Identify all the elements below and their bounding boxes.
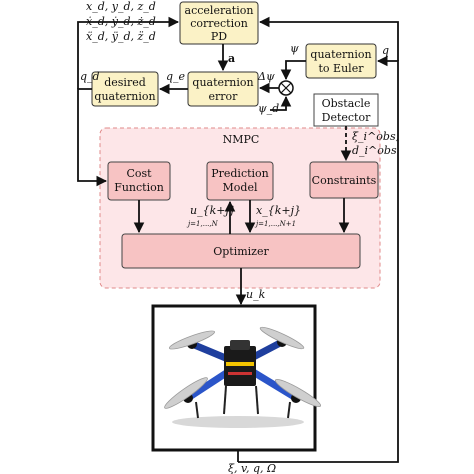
acceleration-pd-label-2: correction — [190, 17, 248, 30]
prediction-model-label-2: Model — [223, 181, 258, 194]
nmpc-title: NMPC — [223, 133, 260, 146]
delta-psi-label: Δψ — [257, 70, 275, 83]
u-range-label: j=1,...,N — [186, 220, 219, 228]
u-k-label: u_k — [246, 288, 266, 301]
feedback-state-label: ξ, v, q, Ω — [228, 462, 276, 474]
q-e-label: q_e — [166, 70, 186, 83]
u-kj-label: u_{k+j} — [190, 204, 236, 217]
accel-label: a — [228, 52, 235, 65]
cost-function-label-2: Function — [114, 181, 164, 194]
arrow-euler-to-sum — [280, 60, 306, 81]
obstacle-detector-block — [313, 93, 379, 127]
arrow-psid-to-sum — [270, 95, 292, 111]
obstacle-detector-label-1: Obstacle — [322, 97, 371, 110]
q-label: q — [382, 44, 389, 57]
ref-acceleration-label: ẍ_d, ÿ_d, z̈_d — [86, 30, 156, 43]
obstacle-detector-label-2: Detector — [322, 111, 371, 124]
quaternion-to-euler-label-2: to Euler — [319, 62, 365, 75]
arrow-desired-to-cost — [77, 88, 108, 187]
psi-label: ψ — [290, 42, 299, 55]
acceleration-pd-block — [179, 1, 259, 45]
acceleration-pd-label-3: PD — [211, 30, 227, 43]
desired-quaternion-label-2: quaternion — [94, 90, 155, 103]
x-kj-label: x_{k+j} — [256, 204, 301, 217]
prediction-model-block — [206, 161, 274, 201]
quaternion-error-label-2: error — [209, 90, 239, 103]
sum-junction-cross-2 — [280, 82, 292, 94]
quaternion-to-euler-label-1: quaternion — [310, 48, 371, 61]
d-obs-label: d_i^obs — [352, 144, 397, 157]
desired-quaternion-label-1: desired — [104, 76, 146, 89]
optimizer-label: Optimizer — [213, 245, 269, 258]
ref-position-label: x_d, y_d, z_d — [86, 0, 156, 13]
quaternion-error-label-1: quaternion — [192, 76, 253, 89]
arrow-feedback-to-pd — [258, 16, 399, 61]
arrow-rail-to-pd — [77, 16, 180, 89]
x-range-label: j=1,...,N+1 — [254, 220, 296, 228]
arrow-feedback-to-euler — [238, 55, 399, 463]
constraints-label: Constraints — [312, 174, 377, 187]
ref-velocity-label: ẋ_d, ẏ_d, ż_d — [86, 15, 156, 28]
q-d-label: q_d — [80, 70, 100, 83]
drone-photo — [164, 326, 322, 428]
prediction-model-label-1: Prediction — [211, 167, 269, 180]
acceleration-pd-label-1: acceleration — [185, 4, 254, 17]
xi-obs-label: ξ_i^obs, — [352, 130, 399, 143]
psi-d-label: ψ_d — [258, 102, 279, 115]
cost-function-label-1: Cost — [126, 167, 152, 180]
